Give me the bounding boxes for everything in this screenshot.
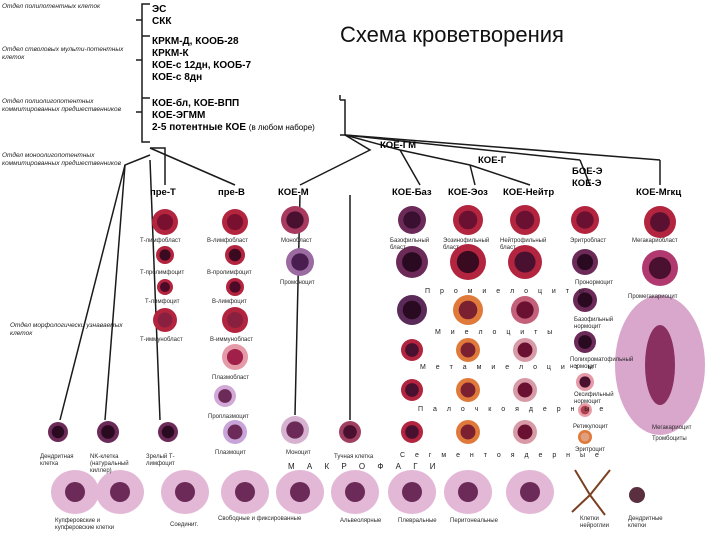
macrophage-icon <box>388 470 436 514</box>
cell-icon <box>214 385 236 407</box>
cell-label: Плазмоцит <box>215 450 246 457</box>
cell-label: Купферовские и купферовские клетки <box>55 518 125 532</box>
cell-label: NK-клетка (натуральный киллер) <box>90 454 132 475</box>
cell-label: Клетки нейроглии <box>580 516 620 530</box>
cell-icon <box>48 422 68 442</box>
cell-label: Т-лимфобласт <box>140 238 181 245</box>
macrophage-icon <box>221 470 269 514</box>
cell-icon <box>226 278 244 296</box>
cell-icon <box>152 209 178 235</box>
cell-icon <box>397 295 427 325</box>
cell-label: Эозинофильный бласт <box>443 238 483 252</box>
cell-icon <box>339 421 361 443</box>
macrophage-icon <box>51 470 99 514</box>
cell-label: Тромбоциты <box>652 436 687 443</box>
cell-label: Эритроцит <box>575 447 605 454</box>
cell-label: Проплазмоцит <box>208 414 249 421</box>
cell-icon <box>571 206 599 234</box>
cell-label: В-лимфобласт <box>207 238 248 245</box>
cell-label: Мегакариобласт <box>632 238 678 245</box>
cell-icon <box>456 420 480 444</box>
macrophage-icon <box>331 470 379 514</box>
cell-label: Полихроматофильный нормоцит <box>570 357 628 371</box>
cell-label: Зрелый Т-лимфоцит <box>146 454 186 468</box>
cell-label: Нейтрофильный бласт <box>500 238 540 252</box>
cell-label: Т-пролимфоцит <box>140 270 184 277</box>
cell-icon <box>574 331 596 353</box>
cell-icon <box>513 338 537 362</box>
stage-label-band: П а л о ч к о я д е р н ы е <box>418 406 607 413</box>
cell-icon <box>398 206 426 234</box>
neuroglia-icon <box>572 470 610 515</box>
cell-icon <box>511 296 539 324</box>
cell-label: Дендритная клетка <box>40 454 80 468</box>
cell-icon <box>453 205 483 235</box>
megakaryocyte-nucleus-icon <box>645 325 675 405</box>
stage-label-macrophages: М А К Р О Ф А Г И <box>288 462 441 471</box>
stage-label-segmented: С е г м е н т о я д е р н ы е <box>400 452 603 459</box>
cell-label: Базофильный нормоцит <box>574 317 614 331</box>
cell-label: Т-лимфоцит <box>145 299 179 306</box>
cell-icon <box>158 422 178 442</box>
macrophage-icon <box>506 470 554 514</box>
cell-icon <box>642 250 678 286</box>
cell-icon <box>223 420 247 444</box>
cell-label: Промоноцит <box>280 280 315 287</box>
cell-icon <box>453 295 483 325</box>
cell-label: Пронормоцит <box>575 280 613 287</box>
cell-label: Монобласт <box>281 238 312 245</box>
stage-label-myelocytes: М и е л о ц и т ы <box>435 329 556 336</box>
cell-label: Т-иммунобласт <box>140 337 183 344</box>
cell-icon <box>97 421 119 443</box>
cell-icon <box>281 416 309 444</box>
cell-icon <box>157 279 173 295</box>
cell-icon <box>156 246 174 264</box>
cell-icon <box>456 338 480 362</box>
cell-label: Оксифильный нормоцит <box>574 392 614 406</box>
cell-label: В-пролимфоцит <box>207 270 252 277</box>
cell-label: Дендритные клетки <box>628 516 668 530</box>
cell-label: Плазмобласт <box>212 375 249 382</box>
cell-icon <box>225 245 245 265</box>
cell-icon <box>456 378 480 402</box>
cell-label: Тучная клетка <box>334 454 373 461</box>
cell-icon <box>644 206 676 238</box>
cell-label: Эритробласт <box>570 238 606 245</box>
cell-label: В-лимфоцит <box>212 299 247 306</box>
cell-icon <box>401 421 423 443</box>
cell-icon <box>510 205 540 235</box>
cell-icon <box>513 420 537 444</box>
cell-icon <box>281 206 309 234</box>
cell-label: Соединит. <box>170 522 198 529</box>
cell-icon <box>513 378 537 402</box>
cell-label: Мегакариоцит <box>652 425 691 432</box>
cell-label: Плевральные <box>398 518 437 525</box>
cell-icon <box>222 307 248 333</box>
cell-label: Альвеолярные <box>340 518 381 525</box>
cell-icon <box>401 339 423 361</box>
cell-icon <box>401 379 423 401</box>
cell-icon <box>153 308 177 332</box>
macrophage-icon <box>96 470 144 514</box>
cell-icon <box>222 344 248 370</box>
stage-label-promyelocytes: П р о м и е л о ц и т ы <box>425 288 588 295</box>
cell-label: Базофильный бласт <box>390 238 430 252</box>
cell-icon <box>578 430 592 444</box>
cell-label: Промегакариоцит <box>628 294 678 301</box>
macrophage-icon <box>161 470 209 514</box>
cell-label: Перитонеальные <box>450 518 498 525</box>
macrophage-icon <box>444 470 492 514</box>
cell-icon <box>222 209 248 235</box>
cell-label: Моноцит <box>286 450 311 457</box>
dendritic-cell-icon <box>629 487 645 503</box>
cell-icon <box>286 248 314 276</box>
macrophage-icon <box>276 470 324 514</box>
cell-label: Ретикулоцит <box>573 424 608 431</box>
cell-icon <box>572 249 598 275</box>
cell-label: Свободные и фиксированные <box>218 516 318 523</box>
cell-label: В-иммунобласт <box>210 337 253 344</box>
cell-icon <box>576 373 594 391</box>
